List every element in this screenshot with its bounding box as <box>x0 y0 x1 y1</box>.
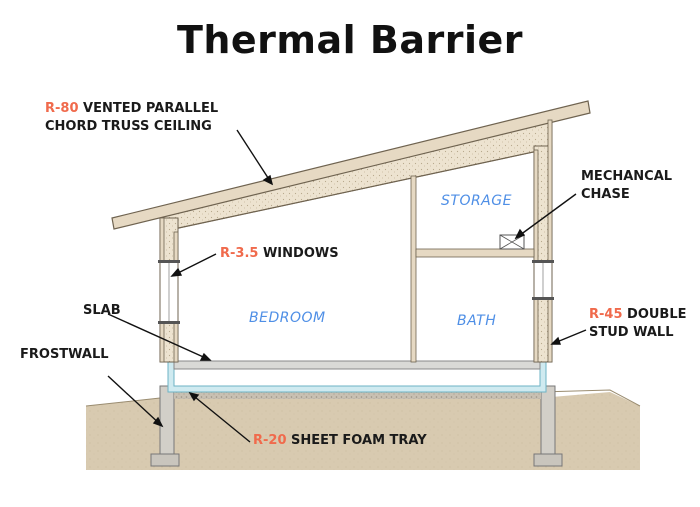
ceiling-callout: R-80 VENTED PARALLEL CHORD TRUSS CEILING <box>45 100 218 136</box>
ceiling-label-line1: VENTED PARALLEL <box>83 101 219 116</box>
foam-r-value: R-20 <box>253 433 287 448</box>
mech-chase-line2: CHASE <box>581 187 630 202</box>
diagram-title: Thermal Barrier <box>176 18 524 62</box>
mech-chase-leader <box>515 193 577 239</box>
partition-wall <box>410 175 417 363</box>
wall-r-value: R-45 <box>589 307 623 322</box>
ceiling-leader <box>236 129 273 185</box>
ceiling-label-line2: CHORD TRUSS CEILING <box>45 119 212 134</box>
foam-callout: R-20 SHEET FOAM TRAY <box>253 432 427 450</box>
footing-right <box>533 453 563 467</box>
roof-deck <box>111 100 591 230</box>
frostwall-label: FROSTWALL <box>20 347 109 362</box>
frostwall-leader <box>107 375 163 427</box>
windows-label: WINDOWS <box>262 246 339 261</box>
wall-callout: R-45 DOUBLE STUD WALL <box>589 306 687 342</box>
frostwall-callout: FROSTWALL <box>20 346 109 364</box>
slab-label: SLAB <box>83 303 121 318</box>
mech-chase-line1: MECHANCAL <box>581 169 673 184</box>
gravel-bed <box>174 389 541 399</box>
footing-left <box>150 453 180 467</box>
slab-leader <box>107 313 211 361</box>
foam-leader <box>189 392 251 443</box>
frostwall-right <box>540 385 556 455</box>
slab <box>173 360 541 370</box>
wall-label-line1: DOUBLE <box>627 307 687 322</box>
foam-label: SHEET FOAM TRAY <box>291 433 427 448</box>
wall-label-line2: STUD WALL <box>589 325 674 340</box>
windows-callout: R-3.5 WINDOWS <box>220 245 339 263</box>
ground <box>86 398 160 470</box>
room-storage: STORAGE <box>441 193 512 209</box>
ceiling-r-value: R-80 <box>45 101 79 116</box>
mech-chase-callout: MECHANCAL CHASE <box>581 168 672 204</box>
storage-floor <box>415 248 535 258</box>
windows-r-value: R-3.5 <box>220 246 259 261</box>
room-bath: BATH <box>457 313 497 329</box>
slab-callout: SLAB <box>83 302 121 320</box>
frostwall-left <box>159 385 175 455</box>
room-bedroom: BEDROOM <box>249 310 326 326</box>
